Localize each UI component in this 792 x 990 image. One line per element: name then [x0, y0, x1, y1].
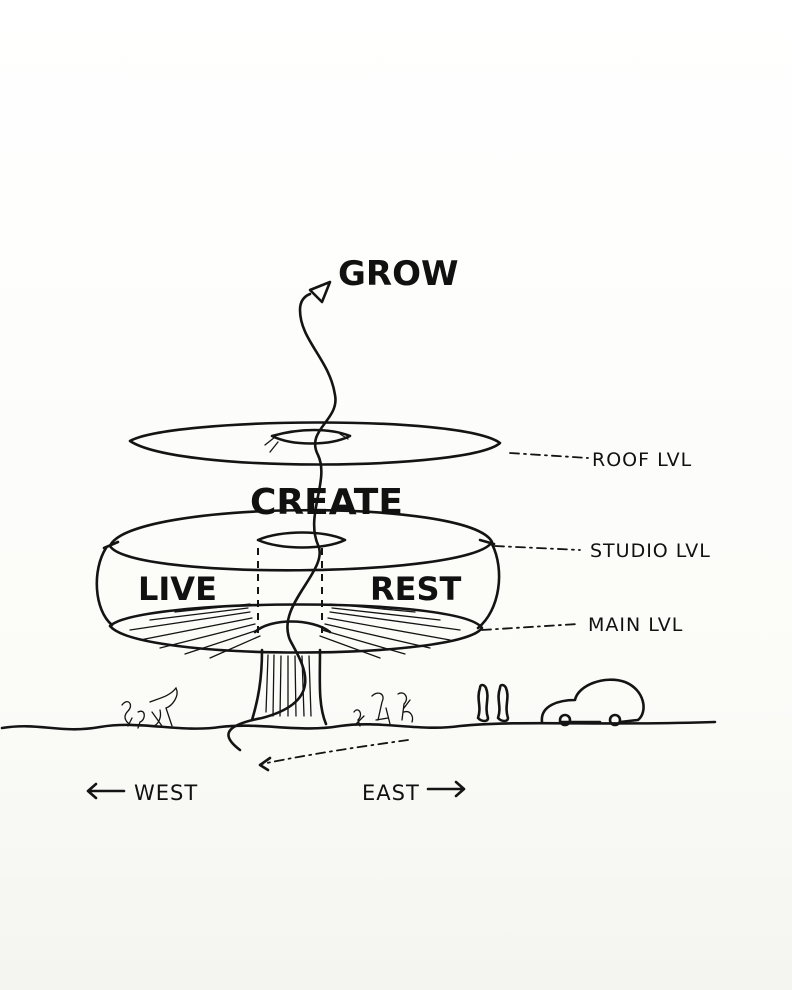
studio-leader	[494, 545, 581, 551]
growth-path-arrow	[227, 280, 337, 752]
grow-label: GROW	[338, 254, 459, 294]
stem	[250, 648, 328, 726]
ground-line	[0, 720, 717, 731]
figures-east	[353, 692, 414, 727]
east-label: EAST	[362, 781, 420, 805]
main-leader	[481, 623, 579, 631]
live-label: LIVE	[138, 570, 217, 608]
east-arrow-icon	[426, 780, 466, 798]
west-arrow-icon	[86, 782, 126, 800]
figures-standing	[476, 683, 510, 723]
rest-label: REST	[370, 570, 462, 608]
entry-path-arrow	[258, 739, 409, 772]
create-label: CREATE	[250, 482, 403, 523]
roof-leader	[509, 452, 589, 459]
figures-west	[121, 686, 178, 729]
middle-drum	[95, 542, 501, 636]
roof-level-label: ROOF LVL	[592, 449, 692, 471]
roof-disk	[128, 421, 502, 466]
main-level-underside	[108, 603, 484, 659]
car	[540, 678, 645, 727]
studio-level-label: STUDIO LVL	[590, 540, 711, 562]
main-level-label: MAIN LVL	[588, 614, 683, 636]
west-label: WEST	[134, 781, 198, 805]
